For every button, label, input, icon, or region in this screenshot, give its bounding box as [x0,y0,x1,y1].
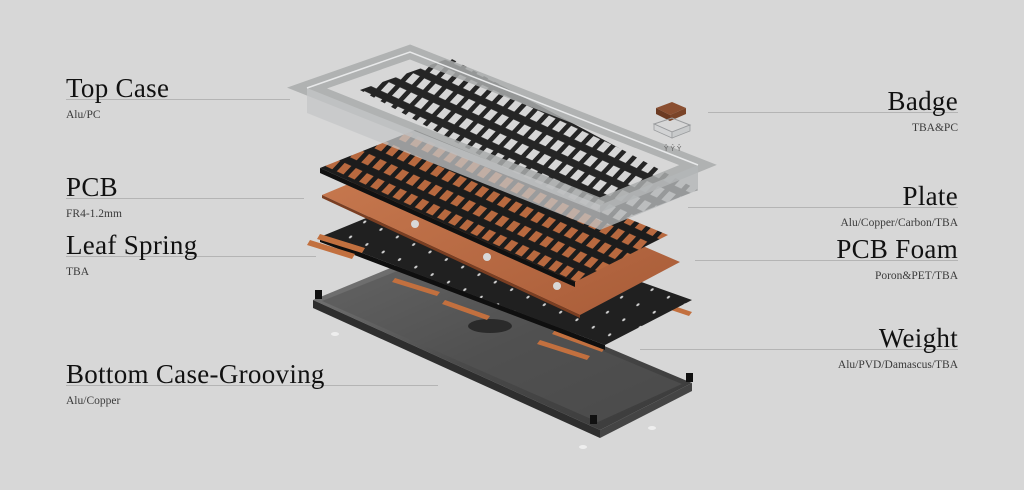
label-material: Alu/Copper [66,395,121,407]
leaf-spring-parts [307,234,365,259]
label-badge: Badge TBA&PC [888,86,958,134]
label-title: Leaf Spring [66,230,198,260]
bottom-case-layer [313,262,693,449]
label-top-case: Top Case Alu/PC [66,73,169,121]
top-case-layer [287,44,717,230]
label-weight: Weight Alu/PVD/Damascus/TBA [838,323,958,371]
label-title: Bottom Case-Grooving [66,359,325,389]
label-title: Top Case [66,73,170,103]
label-material: Alu/PC [66,109,101,121]
label-pcb: PCB FR4-1.2mm [66,172,122,220]
badge-part: Ŷ Ŷ Ŷ [652,102,692,153]
label-pcb-foam: PCB Foam Poron&PET/TBA [836,234,958,282]
label-material: Alu/PVD/Damascus/TBA [837,359,958,371]
label-material: TBA&PC [911,122,958,134]
plate-leader-line [688,207,958,208]
label-material: FR4-1.2mm [66,208,122,220]
weight-leader-line [640,349,958,350]
label-title: Weight [878,323,958,353]
label-bottom-case: Bottom Case-Grooving Alu/Copper [66,359,325,407]
label-material: Alu/Copper/Carbon/TBA [840,217,958,229]
label-title: Badge [887,86,958,116]
label-title: Plate [902,181,958,211]
pcb-foam-leader-line [695,260,958,261]
label-leaf-spring: Leaf Spring TBA [66,230,198,278]
label-material: Poron&PET/TBA [874,270,958,282]
label-title: PCB Foam [836,234,958,264]
badge-leader-line [708,112,958,113]
svg-text:Ŷ Ŷ Ŷ: Ŷ Ŷ Ŷ [663,144,682,153]
top-case-leader-line [66,99,290,100]
pcb-leader-line [66,198,304,199]
plate-layer [320,130,668,287]
bottom-case-leader-line [66,385,438,386]
leaf-spring-leader-line [66,256,316,257]
label-plate: Plate Alu/Copper/Carbon/TBA [840,181,958,229]
label-material: TBA [66,266,89,278]
label-title: PCB [66,172,118,202]
